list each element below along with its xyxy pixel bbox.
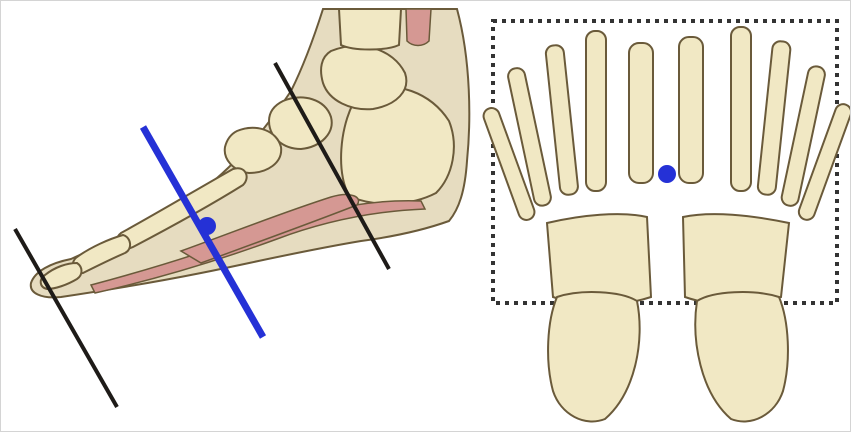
left-toe-1 — [629, 43, 653, 183]
sagittal-foot-view — [15, 9, 469, 407]
left-foot-skeleton — [481, 31, 653, 421]
dorsal-skeleton-view — [481, 21, 850, 421]
cuneiform-bone — [225, 128, 281, 173]
right-toe-1 — [679, 37, 703, 183]
achilles-tissue — [406, 9, 431, 46]
right-midfoot — [683, 214, 789, 304]
marker-dot-left — [198, 217, 216, 235]
marker-dot-right — [658, 165, 676, 183]
right-toe-2 — [731, 27, 751, 191]
right-heel — [695, 292, 788, 421]
left-toe-3 — [545, 44, 579, 195]
right-foot-skeleton — [679, 27, 850, 421]
left-toe-2 — [586, 31, 606, 191]
left-heel — [548, 292, 640, 421]
tibia-bone — [339, 9, 401, 50]
left-midfoot — [547, 214, 651, 304]
